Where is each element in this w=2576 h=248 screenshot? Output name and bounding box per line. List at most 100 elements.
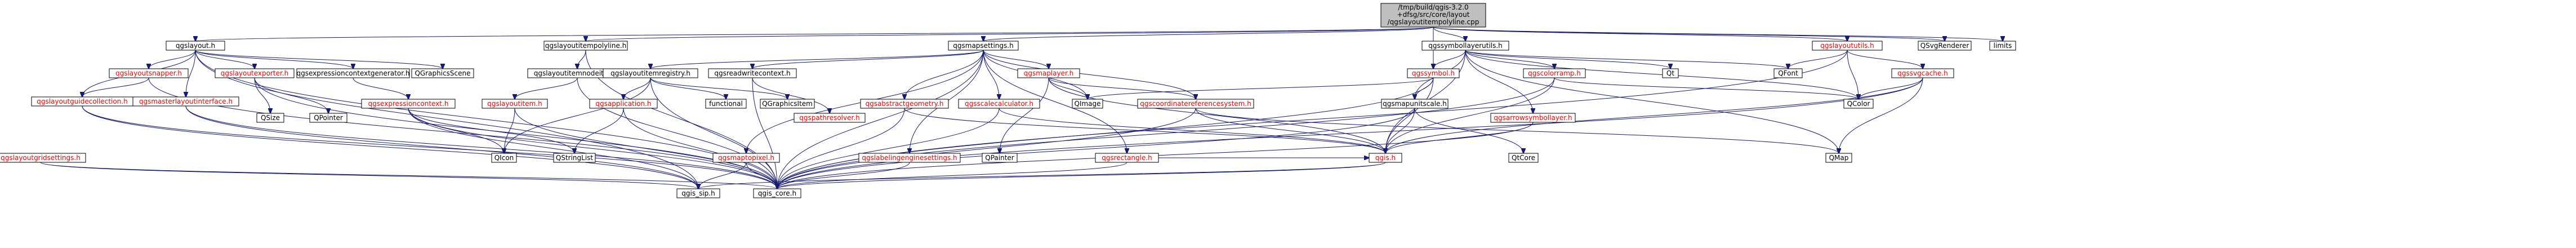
node-qgsexpressioncontext-h[interactable]: qgsexpressioncontext.h [361,99,456,109]
node-qfont[interactable]: QFont [1773,68,1803,78]
node-qgssvgcache-h[interactable]: qgssvgcache.h [1891,68,1954,78]
node-qgis-core-h[interactable]: qgis_core.h [753,188,801,198]
node-qgslayoutitemregistry-h[interactable]: qgslayoutitemregistry.h [603,68,698,78]
edge-qgssvgcache_h-to-qcolor [1859,77,1923,99]
node-label: qgsapplication.h [595,100,651,108]
node-qgscolorramp-h[interactable]: qgscolorramp.h [1523,68,1586,78]
node-label: limits [1994,42,2012,50]
edge-qgslayoutguidecollection_h-to-qgis_core_h [82,105,777,189]
node-box [760,99,815,109]
node-qgslayoutgridsettings-h[interactable]: qgslayoutgridsettings.h [0,153,86,163]
edge-qgssymbollayerutils_h-to-qmap [1465,50,1839,153]
node-label: functional [709,100,743,108]
edge-root-to-qgslayout_h [195,26,1434,41]
node-qgslayoutguidecollection-h[interactable]: qgslayoutguidecollection.h [31,96,133,107]
node-qgssymbol-h[interactable]: qgssymbol.h [1407,68,1460,78]
node-qgsmaplayer-h[interactable]: qgsmaplayer.h [1017,68,1080,78]
node-label: Qt [1666,69,1674,77]
node-qcolor[interactable]: QColor [1843,99,1874,109]
node-qgslayoutitem-h[interactable]: qgslayoutitem.h [482,99,548,109]
node-label: QStringList [556,154,594,162]
edge-qgslayoutgridsettings_h-to-qgis_sip_h [40,162,698,189]
node-box [0,153,86,163]
node-qcore[interactable]: QtCore [1508,153,1539,163]
node-limits[interactable]: limits [1989,41,2016,51]
node-qt[interactable]: Qt [1662,68,1679,78]
node-qgis-sip-h[interactable]: qgis_sip.h [676,188,720,198]
node-box [553,153,596,163]
edge-qgslayoutitem_h-to-qicon [504,108,515,153]
node-box [1523,68,1586,78]
node-box [1490,113,1576,123]
edge-qgslayoutitem_h-to-qgis_core_h [514,108,777,189]
node-qgslayoutsnapper-h[interactable]: qgslayoutsnapper.h [109,68,189,78]
node-label: qgsabstractgeometry.h [866,100,944,108]
node-qimage[interactable]: QImage [1072,99,1103,109]
edge-qgscolorramp_h-to-qgis_core_h [777,77,1555,189]
node-qgslayoututils-h[interactable]: qgslayoututils.h [1812,41,1883,51]
node-qgsapplication-h[interactable]: qgsapplication.h [589,99,658,109]
node-label: QGraphicsScene [415,69,470,77]
node-label: QPointer [314,114,343,122]
node-qgsrectangle-h[interactable]: qgsrectangle.h [1095,153,1159,163]
node-box [1508,153,1539,163]
node-qgspathresolver-h[interactable]: qgspathresolver.h [794,113,866,123]
node-qgsmapsettings-h[interactable]: qgsmapsettings.h [948,41,1019,51]
edge-qgsmapsettings_h-to-qgslayoutitemregistry_h [650,50,984,69]
node-qgslabelingenginesettings-h[interactable]: qgslabelingenginesettings.h [858,153,961,163]
edge-qgsmapsettings_h-to-qgsabstractgeometry_h [904,50,984,99]
node-qmap[interactable]: QMap [1825,153,1852,163]
node-qgslayoutitempolyline-h[interactable]: qgslayoutitempolyline.h [543,41,628,51]
node-box [166,41,225,51]
node-label: qgslabelingenginesettings.h [862,154,957,162]
node-qgraphicsscene[interactable]: QGraphicsScene [411,68,474,78]
edge-qgssymbollayerutils_h-to-qt [1465,50,1670,69]
node-label: qgspathresolver.h [799,114,859,122]
node-box [1662,68,1679,78]
node-label: qgsmaplayer.h [1024,69,1074,77]
node-box [948,41,1019,51]
node-label: qgslayoutitemnodeitem.h [534,69,621,77]
node-qstringlist[interactable]: QStringList [553,153,596,163]
edge-qgslayoutsnapper_h-to-qgslayoutguidecollection_h [82,77,149,97]
node-box [712,153,780,163]
node-qgsmapunitscale-h[interactable]: qgsmapunitscale.h [1381,99,1449,109]
node-label: qgssvgcache.h [1897,69,1947,77]
node-qgsscalecalculator-h[interactable]: qgsscalecalculator.h [958,99,1040,109]
node-box [1095,153,1159,163]
edge-qgscoordinatereferencesystem_h-to-qmap [1195,108,1839,153]
edge-qgsexpressioncontext_h-to-qgis_sip_h [408,108,698,189]
node-qgsexpressioncontextgenerator-h[interactable]: qgsexpressioncontextgenerator.h [296,68,410,78]
node-qsvgrenderer[interactable]: QSvgRenderer [1918,41,1972,51]
node-label: qgis_sip.h [681,189,715,197]
node-qgssymbollayerutils-h[interactable]: qgssymbollayerutils.h [1421,41,1509,51]
node-qgslayoutexporter-h[interactable]: qgslayoutexporter.h [215,68,295,78]
edge-qgsexpressioncontext_h-to-qgis_core_h [408,108,777,189]
node-qgis-h[interactable]: qgis.h [1369,153,1402,163]
node-qgsmaptopixel-h[interactable]: qgsmaptopixel.h [712,153,780,163]
node-qgsabstractgeometry-h[interactable]: qgsabstractgeometry.h [860,99,949,109]
node-box [858,153,961,163]
node-qpointer[interactable]: QPointer [309,113,347,123]
node-qgslayout-h[interactable]: qgslayout.h [166,41,225,51]
node-box [309,113,347,123]
node-label: QGraphicsItem [762,100,813,108]
node-qsize[interactable]: QSize [256,113,284,123]
node-box [794,113,866,123]
edge-qgsmapsettings_h-to-qgscoordinatereferencesystem_h [983,50,1196,99]
node-qgsarrowsymbollayer-h[interactable]: qgsarrowsymbollayer.h [1490,113,1576,123]
edge-qgssymbol_h-to-qgis_h [1385,77,1434,153]
node-qgsreadwritecontext-h[interactable]: qgsreadwritecontext.h [708,68,797,78]
node-qgsmasterlayoutinterface-h[interactable]: qgsmasterlayoutinterface.h [132,96,239,107]
node-qicon[interactable]: QIcon [491,153,517,163]
node-qgscoordinatereferencesystem-h[interactable]: qgscoordinatereferencesystem.h [1137,99,1254,109]
node-root[interactable]: /tmp/build/qgis-3.2.0+dfsg/src/core/layo… [1380,3,1486,28]
node-qgraphicsitem[interactable]: QGraphicsItem [760,99,815,109]
node-functional[interactable]: functional [705,99,747,109]
edge-qgslabelingenginesettings_h-to-qgis_core_h [777,162,910,189]
node-qgslayoutitemnodeitem-h[interactable]: qgslayoutitemnodeitem.h [527,68,627,78]
node-label: qgsmapsettings.h [953,42,1013,50]
node-box [705,99,747,109]
node-qpainter[interactable]: QPainter [982,153,1018,163]
edge-qgslayoutitemregistry_h-to-qgraphicsitem [650,77,787,99]
